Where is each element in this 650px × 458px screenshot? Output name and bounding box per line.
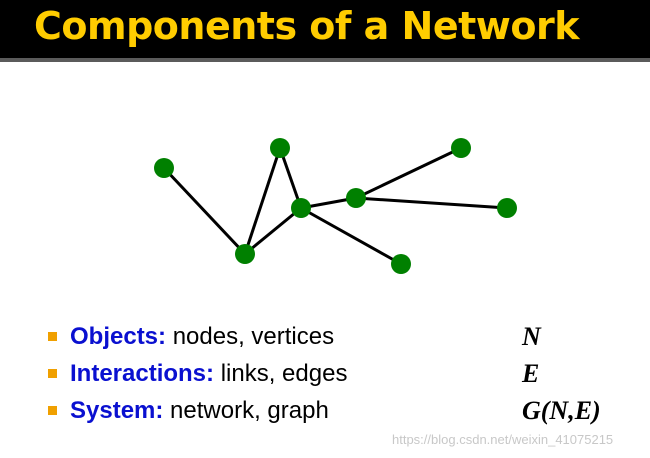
node-n4 [291, 198, 311, 218]
edge-n2-n4 [244, 206, 302, 256]
bullet-description: network, graph [163, 397, 329, 424]
page-title: Components of a Network [34, 4, 580, 48]
node-n6 [451, 138, 471, 158]
bullet-description: nodes, vertices [166, 323, 335, 350]
bullet-description: links, edges [214, 360, 348, 387]
title-divider [0, 58, 650, 62]
edge-n3-n4 [278, 147, 303, 209]
bullet-term: Interactions: [70, 360, 215, 387]
bullet-term: System: [70, 397, 164, 424]
title-bar: Components of a Network [0, 0, 650, 58]
node-n5 [346, 188, 366, 208]
edge-n4-n8 [300, 206, 402, 266]
bullet-marker [48, 369, 57, 378]
bullet-symbol: G(N,E) [522, 396, 601, 425]
bullet-list: Objects: nodes, vertices N Interactions:… [48, 318, 648, 429]
node-n2 [235, 244, 255, 264]
bullet-symbol: E [522, 359, 540, 388]
bullet-marker [48, 332, 57, 341]
watermark-text: https://blog.csdn.net/weixin_41075215 [392, 432, 614, 447]
node-n8 [391, 254, 411, 274]
node-n3 [270, 138, 290, 158]
bullet-marker [48, 406, 57, 415]
node-layer [154, 138, 517, 274]
edge-layer [162, 146, 508, 266]
node-n7 [497, 198, 517, 218]
bullet-symbol: N [522, 322, 541, 351]
bullet-system: System: network, graph G(N,E) [48, 392, 648, 429]
edge-n5-n6 [355, 146, 462, 200]
edge-n2-n3 [243, 147, 282, 255]
edge-n1-n2 [162, 166, 247, 256]
bullet-objects: Objects: nodes, vertices N [48, 318, 648, 355]
node-n1 [154, 158, 174, 178]
bullet-term: Objects: [70, 323, 167, 350]
edge-n5-n7 [355, 196, 508, 210]
bullet-interactions: Interactions: links, edges E [48, 355, 648, 392]
